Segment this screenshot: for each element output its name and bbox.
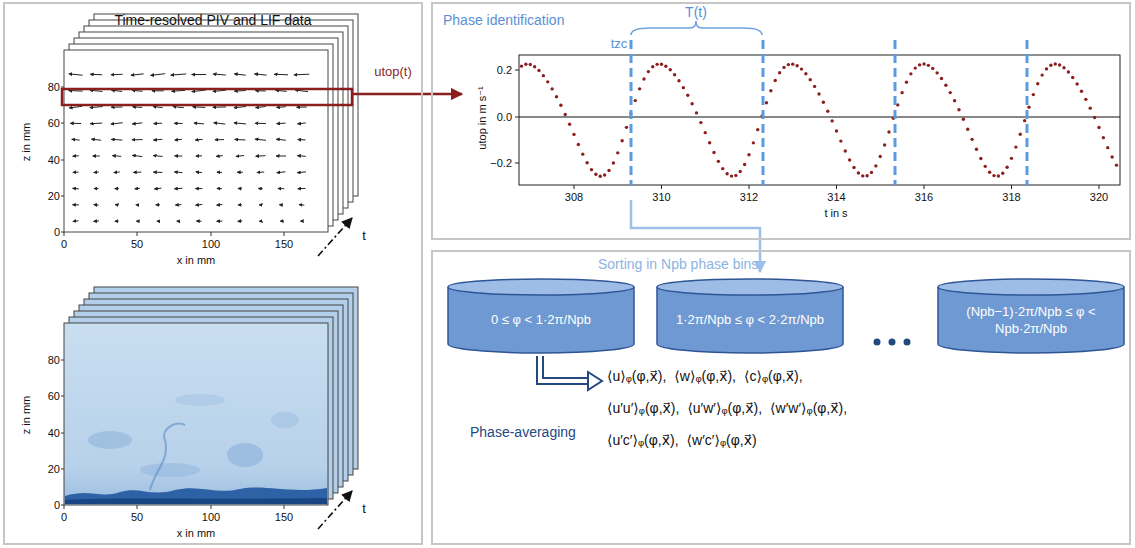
phase-panel: Phase identification [431,2,1131,240]
average-term: ⟨w′c′⟩ᵩ(φ,x⃗) [687,432,757,448]
tick-label: 150 [275,238,293,251]
bin-range: (Npb−1)·2π/Npb ≤ φ < Npb·2π/Npb [945,304,1117,337]
tick-label: 20 [48,190,60,203]
velocity-vectors [69,74,310,222]
tick-label: 60 [48,117,60,130]
time-label: t [362,229,366,244]
tick-label: 310 [652,191,670,204]
period-label: T(t) [685,4,707,20]
tick-label: 0.2 [497,64,512,77]
data-panel: Time-resolved PIV and LIF data [3,2,423,545]
tick-label: 80 [48,354,60,367]
axis-label: t in s [824,207,847,220]
average-term: ⟨c⟩ᵩ(φ,x⃗), [744,368,803,384]
ellipsis-dots [874,339,911,346]
time-label: t [362,502,366,517]
average-term: ⟨u′w′⟩ᵩ(φ,x⃗), [687,400,762,416]
tick-label: 50 [131,511,143,524]
phase-bin: 1·2π/Npb ≤ φ < 2·2π/Npb [656,278,844,354]
step-label: Phase-averaging [470,424,576,440]
lif-frame-stack [64,287,358,505]
signal-label: utop(t) [372,65,414,80]
time-arrows [318,218,352,529]
tick-label: 40 [48,154,60,167]
tick-label: 80 [48,81,60,94]
axis-label: z in mm [20,123,33,162]
average-term: ⟨u⟩ᵩ(φ,x⃗), [607,368,666,384]
average-term: ⟨w′w′⟩ᵩ(φ,x⃗), [770,400,847,416]
sorting-panel: Sorting in Npb phase bins 0 ≤ φ < 1·2π/Np… [431,250,1131,545]
zero-crossing-lines [631,40,1027,185]
averaging-arrow [540,356,602,390]
tick-label: 150 [275,511,293,524]
average-term: ⟨w⟩ᵩ(φ,x⃗), [674,368,736,384]
panel-title: Time-resolved PIV and LIF data [5,12,421,28]
tick-label: 316 [915,191,933,204]
phase-bin: (Npb−1)·2π/Npb ≤ φ < Npb·2π/Npb [937,278,1125,354]
tick-label: 0 [61,238,67,251]
crossing-label: tzc [611,37,628,52]
average-term: ⟨u′c′⟩ᵩ(φ,x⃗), [607,432,679,448]
axis-label: x in mm [177,527,216,540]
tick-label: 312 [740,191,758,204]
tick-label: 314 [827,191,845,204]
bin-range: 1·2π/Npb ≤ φ < 2·2π/Npb [664,312,836,328]
tick-label: 320 [1090,191,1108,204]
tick-label: −0.2 [490,157,512,170]
tick-label: 20 [48,463,60,476]
tick-label: 40 [48,427,60,440]
tick-label: 318 [1002,191,1020,204]
bin-range: 0 ≤ φ < 1·2π/Npb [455,312,627,328]
axis-label: z in mm [20,396,33,435]
tick-label: 100 [202,511,220,524]
time-series-plot [515,55,1120,189]
connector [352,93,462,96]
panel-title: Phase identification [443,12,564,28]
tick-label: 100 [202,238,220,251]
top-row-box [62,89,352,105]
tick-label: 0.0 [497,111,512,124]
lif-field [65,394,327,504]
tick-label: 308 [565,191,583,204]
axis-label: utop in m s⁻¹ [476,86,489,149]
tick-label: 0 [61,511,67,524]
phase-bin: 0 ≤ φ < 1·2π/Npb [447,278,635,354]
axis-label: x in mm [177,254,216,267]
panel-title: Sorting in Npb phase bins [598,256,758,272]
tick-label: 0 [54,499,60,512]
tick-label: 0 [54,226,60,239]
tick-label: 60 [48,390,60,403]
tick-label: 50 [131,238,143,251]
piv-frame-stack [64,14,358,232]
average-term: ⟨u′u′⟩ᵩ(φ,x⃗), [607,400,679,416]
period-brace [631,21,762,35]
